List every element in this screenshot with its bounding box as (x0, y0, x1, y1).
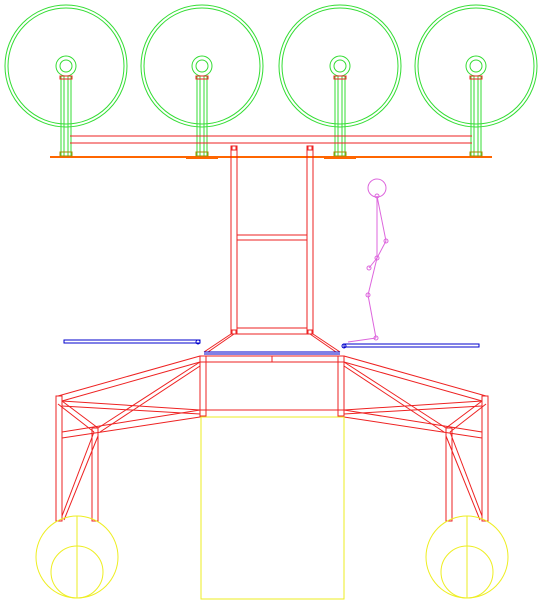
top-wheel-4 (414, 4, 538, 157)
front-wheel-left (35, 515, 119, 599)
top-crossbar (59, 75, 483, 144)
vertical-mast-frame (203, 145, 341, 353)
yellow-base-outline (200, 416, 345, 600)
top-wheel-2 (140, 4, 264, 157)
human-scale-figure (347, 178, 389, 343)
lower-truss-chassis (55, 355, 489, 522)
blue-platform-rails (63, 339, 480, 355)
top-wheel-3 (278, 4, 402, 157)
top-wheel-assembly (4, 4, 538, 157)
top-wheel-1 (4, 4, 128, 157)
front-wheels (35, 515, 509, 599)
orange-support-beam (50, 151, 492, 159)
front-wheel-right (425, 515, 509, 599)
